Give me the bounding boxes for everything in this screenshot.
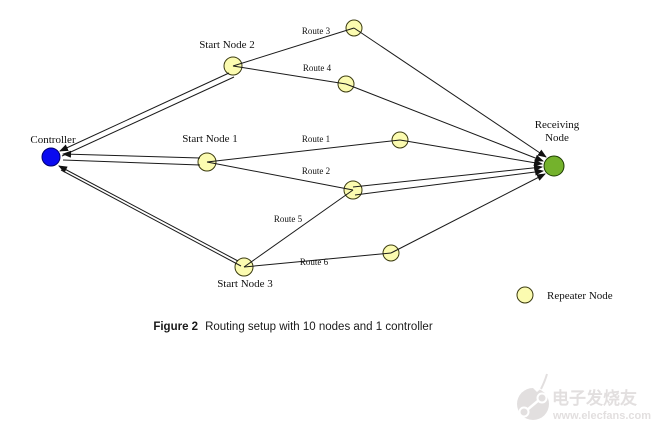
watermark-logo-notch [533, 375, 547, 392]
edge-route3-repeater-to-receiving [353, 27, 547, 158]
edge-route2-repeater-to-receiving [352, 164, 543, 188]
edge-route3-start2-to-repeater [232, 27, 355, 67]
figure-caption-label: Figure 2 [153, 321, 199, 333]
start-node-2-label: Start Node 2 [199, 39, 255, 51]
edge-route2-start1-to-repeater [206, 161, 354, 191]
start-node-3-label: Start Node 3 [217, 278, 273, 290]
route-1-label: Route 1 [302, 134, 330, 144]
edge-route4-start2-to-repeater [232, 65, 347, 85]
edge-start3-to-controller-b [60, 169, 242, 267]
controller-label: Controller [30, 134, 76, 146]
route-6-label: Route 6 [300, 257, 329, 267]
node-receiving-node [543, 155, 565, 177]
route-4-label: Route 4 [303, 63, 332, 73]
edge-route1-repeater-to-receiving [399, 139, 543, 167]
legend-repeater-node-icon [516, 286, 534, 304]
watermark-logo-pad-left [518, 406, 530, 418]
node-controller [41, 147, 61, 167]
watermark-brand: 电子发烧友 [552, 388, 637, 408]
edge-route6-repeater-to-receiving [390, 173, 546, 254]
edge-start1-to-controller-b [62, 159, 201, 166]
edge-route5-start3-to-repeater [243, 189, 354, 268]
legend-repeater-label: Repeater Node [547, 290, 613, 302]
edge-start2-to-controller-a [59, 72, 230, 152]
watermark-url: www.elecfans.com [552, 410, 651, 422]
route-3-label: Route 3 [302, 26, 331, 36]
start-node-1-label: Start Node 1 [182, 133, 238, 145]
watermark-logo-pad-right [536, 392, 548, 404]
edge-start2-to-controller-b [61, 76, 235, 157]
route-2-label: Route 2 [302, 166, 330, 176]
route-5-label: Route 5 [274, 214, 303, 224]
edge-start1-to-controller-a [62, 150, 201, 159]
diagram-labels-layer: Controller Start Node 2 Start Node 1 Start … [30, 26, 579, 290]
legend: Repeater Node [516, 286, 613, 304]
watermark-logo-stem [540, 373, 548, 390]
edge-start3-to-controller-a [58, 165, 239, 262]
terminal-nodes-layer [41, 147, 565, 177]
receiving-node-label-line1: Receiving [535, 119, 580, 131]
watermark: 电子发烧友 www.elecfans.com [517, 373, 651, 422]
watermark-logo-trace [526, 399, 540, 411]
receiving-node-label-line2: Node [545, 132, 569, 144]
edge-route6-start3-to-repeater [243, 252, 392, 268]
edge-route1-start1-to-repeater [206, 139, 401, 163]
repeater-nodes-layer [197, 19, 409, 277]
figure-caption-text: Routing setup with 10 nodes and 1 contro… [205, 321, 433, 333]
route-edges-layer [58, 27, 547, 268]
edge-route4-repeater-to-receiving [345, 83, 544, 162]
edge-route5-repeater-to-receiving [354, 168, 544, 196]
figure-caption: Figure 2 Routing setup with 10 nodes and … [153, 321, 432, 333]
